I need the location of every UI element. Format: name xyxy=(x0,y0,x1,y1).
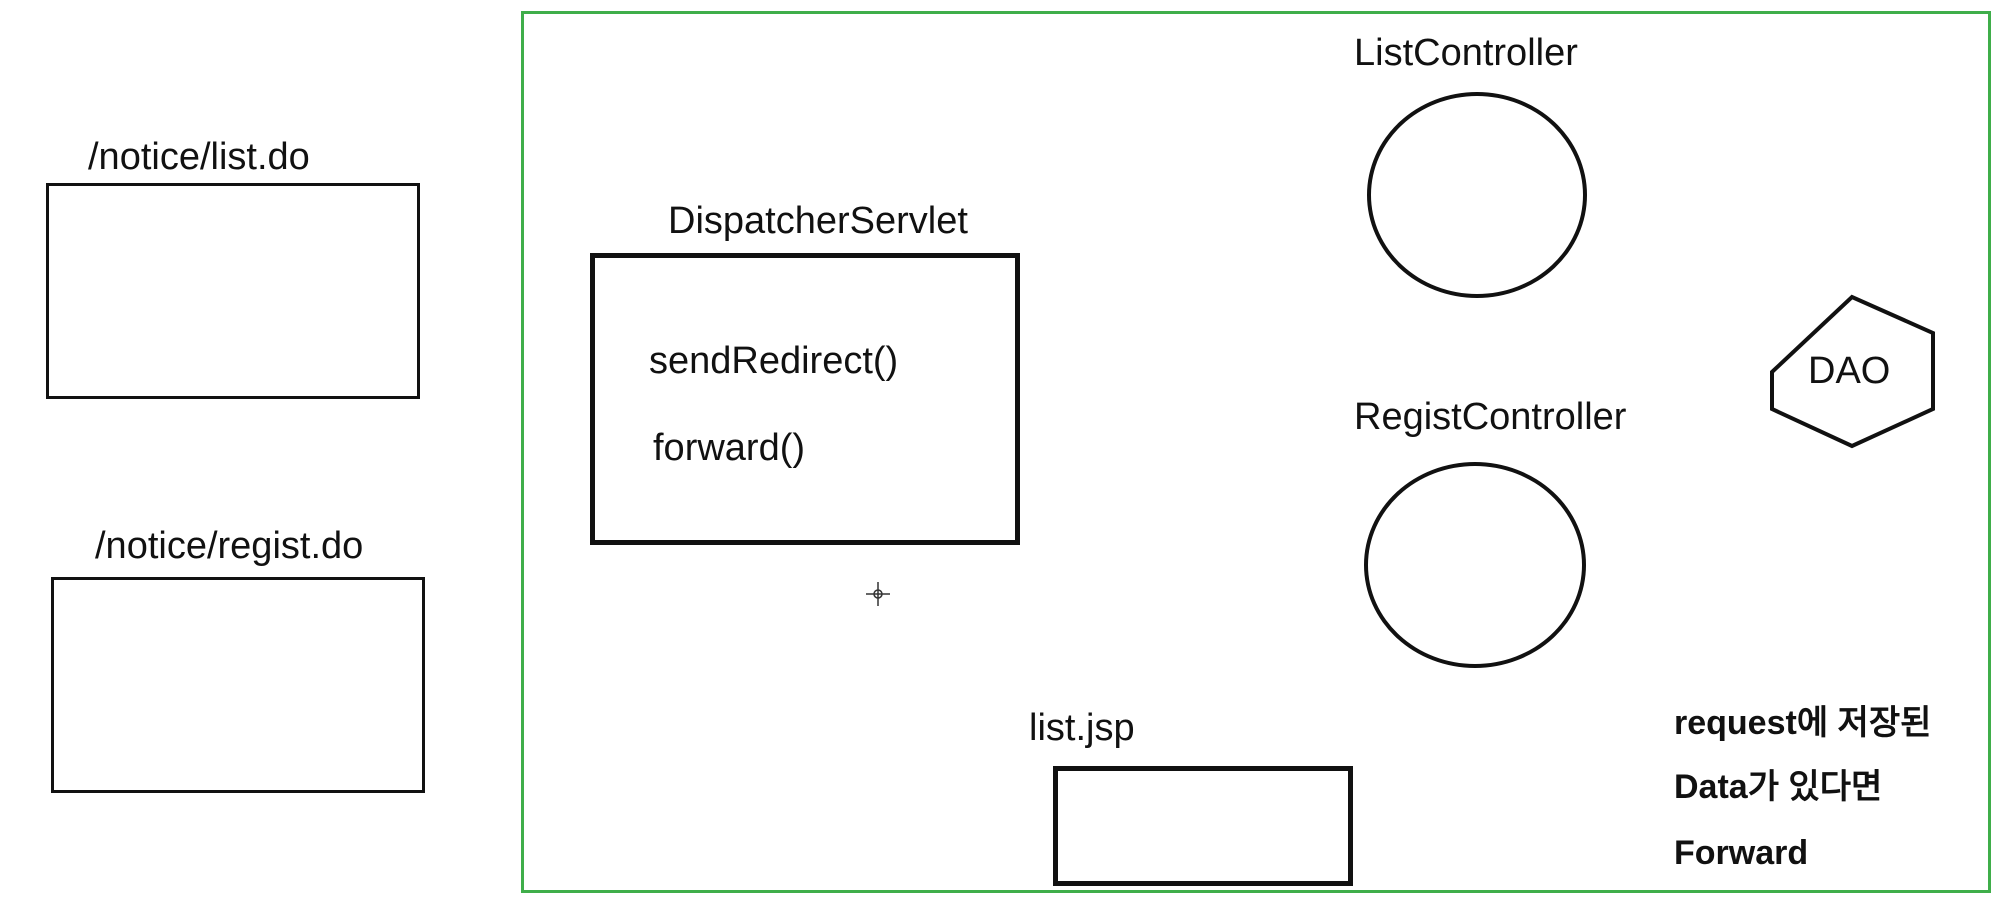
list-controller-label: ListController xyxy=(1354,32,1578,74)
note-line-3: Forward xyxy=(1674,834,1809,872)
list-request-page xyxy=(46,183,420,399)
list-url-label: /notice/list.do xyxy=(88,136,310,178)
dispatcher-servlet-box xyxy=(590,253,1020,545)
note-line-2: Data가 있다면 xyxy=(1674,768,1883,806)
regist-controller-circle xyxy=(1364,462,1586,668)
regist-request-page xyxy=(51,577,425,793)
send-redirect-method: sendRedirect() xyxy=(649,340,899,382)
dao-label: DAO xyxy=(1808,350,1891,392)
regist-controller-label: RegistController xyxy=(1354,396,1627,438)
dao-hexagon xyxy=(1770,294,1935,449)
regist-url-label: /notice/regist.do xyxy=(95,525,364,567)
list-jsp-label: list.jsp xyxy=(1029,707,1135,749)
server-frame xyxy=(521,11,1991,893)
dispatcher-title: DispatcherServlet xyxy=(668,200,968,242)
note-line-1: request에 저장된 xyxy=(1674,704,1932,742)
forward-method: forward() xyxy=(653,427,806,469)
list-controller-circle xyxy=(1367,92,1587,298)
list-jsp-box xyxy=(1053,766,1353,886)
crosshair-cursor-icon xyxy=(866,582,890,606)
